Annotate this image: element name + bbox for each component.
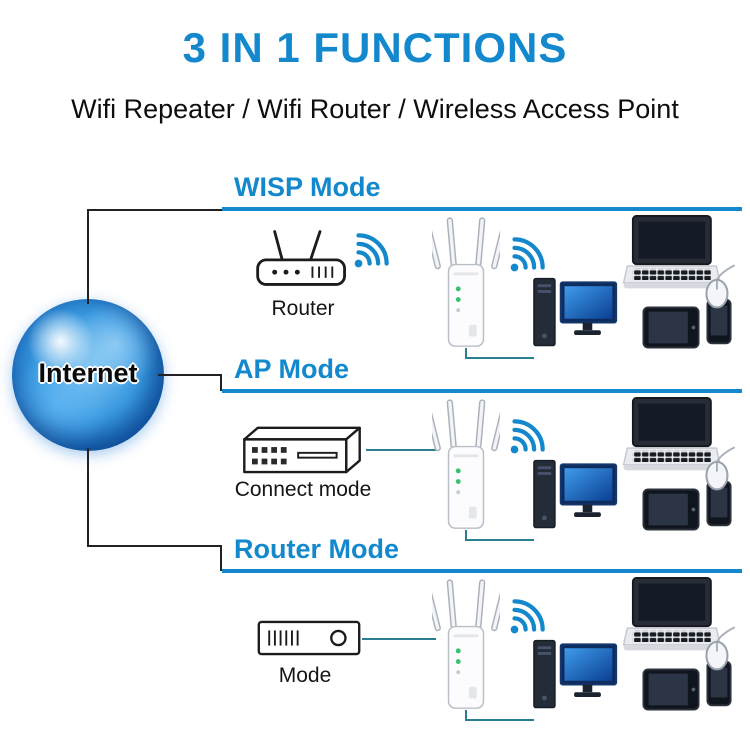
ethernet-wire: [362, 638, 436, 640]
connector-line-router: [87, 448, 89, 547]
connector-line-wisp: [87, 209, 89, 304]
ap-mode-title: AP Mode: [234, 354, 350, 384]
page-title: 3 IN 1 FUNCTIONS: [182, 24, 568, 71]
connector-line-wisp-h: [87, 209, 223, 211]
wisp-mode-title: WISP Mode: [234, 172, 381, 202]
repeater-devices-cluster: [406, 214, 738, 366]
router-mode-underline: [222, 569, 742, 573]
connector-line-ap-jog: [220, 374, 222, 391]
page-subtitle: Wifi Repeater / Wifi Router / Wireless A…: [71, 94, 679, 124]
ap-mode-underline: [222, 389, 742, 393]
internet-globe-icon: Internet: [12, 299, 164, 451]
repeater-devices-cluster: [406, 576, 738, 728]
router-icon: [250, 224, 356, 292]
ethernet-wire: [366, 449, 436, 451]
wisp-mode-underline: [222, 207, 742, 211]
internet-label: Internet: [38, 357, 138, 388]
router-label: Router: [271, 297, 335, 320]
wifi-signal-icon: [350, 226, 396, 272]
connect-mode-label: Connect mode: [234, 478, 372, 501]
router-mode-title: Router Mode: [234, 534, 399, 564]
connector-line-ap: [158, 374, 222, 376]
repeater-devices-cluster: [406, 396, 738, 548]
network-switch-icon: [238, 424, 366, 474]
modem-icon: [256, 620, 362, 656]
mode-label: Mode: [278, 664, 332, 687]
connector-line-router-jog: [220, 545, 222, 571]
connector-line-router-h: [87, 545, 222, 547]
